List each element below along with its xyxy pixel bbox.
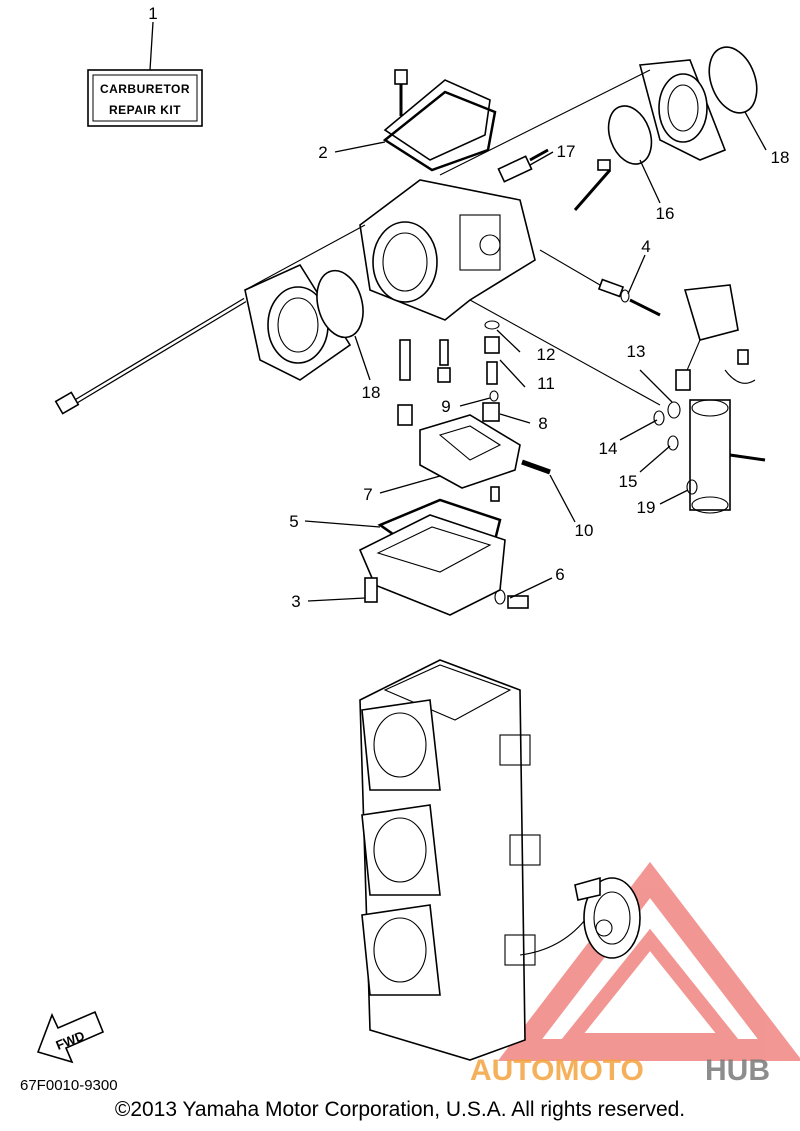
- assembled-carburetor-stack: [359, 659, 586, 1061]
- o-ring-13: [667, 401, 681, 419]
- o-ring-18-right: [708, 46, 758, 114]
- clip-9: [489, 390, 499, 402]
- drain-screw: [507, 595, 529, 609]
- callout-15: 15: [619, 472, 638, 491]
- callout-8: 8: [538, 414, 547, 433]
- callout-6: 6: [555, 565, 564, 584]
- callout-1: 1: [148, 4, 157, 23]
- callout-9: 9: [441, 397, 450, 416]
- drawing-code: 67F0010-9300: [20, 1077, 118, 1094]
- drain-o-ring: [494, 589, 506, 605]
- right-flange-plate: [638, 59, 727, 161]
- callout-16: 16: [656, 204, 675, 223]
- fwd-direction-arrow: FWD: [36, 1010, 105, 1064]
- float-pin: [521, 459, 551, 475]
- callout-17: 17: [557, 142, 576, 161]
- jet-parts: [397, 320, 500, 426]
- callout-18-left: 18: [362, 383, 381, 402]
- callout-2: 2: [318, 143, 327, 162]
- watermark-triangle-logo: [497, 861, 800, 1061]
- callout-13: 13: [627, 342, 646, 361]
- idle-screw-assembly: [597, 278, 661, 317]
- left-flange-plate: [244, 263, 352, 381]
- bowl-screw: [364, 577, 378, 603]
- o-ring-19: [686, 479, 698, 495]
- callout-11: 11: [537, 374, 555, 393]
- o-ring-15: [667, 435, 679, 451]
- top-cover: [383, 69, 491, 161]
- right-side-assembly: [675, 284, 766, 514]
- callout-18-right: 18: [771, 148, 790, 167]
- callout-7: 7: [363, 485, 372, 504]
- callout-leaders: [149, 21, 767, 602]
- kit-label-line2: REPAIR KIT: [109, 103, 181, 117]
- callout-4: 4: [641, 237, 650, 256]
- float-bowl: [358, 514, 506, 616]
- vacuum-diaphragm-unit: [574, 876, 641, 959]
- callout-10: 10: [575, 521, 594, 540]
- callout-numbers: 1 2 3 4 5 6 7 8 9 10 11 12 13 14 15 16 1…: [148, 4, 789, 611]
- needle-seat-8: [482, 402, 500, 422]
- o-ring-18-left: [316, 269, 364, 339]
- throttle-stop-screw: [573, 159, 612, 211]
- float-screw: [490, 486, 500, 502]
- pilot-air-screw: [497, 148, 549, 183]
- o-ring-16: [607, 105, 653, 165]
- carburetor-repair-kit-box: CARBURETOR REPAIR KIT: [87, 69, 203, 127]
- float: [419, 414, 521, 489]
- callout-5: 5: [289, 512, 298, 531]
- o-ring-14: [653, 410, 665, 426]
- carburetor-body: [359, 179, 536, 321]
- watermark-part1: AUTOMOTO: [470, 1054, 644, 1087]
- callout-12: 12: [537, 345, 556, 364]
- callout-14: 14: [599, 439, 618, 458]
- callout-19: 19: [637, 498, 656, 517]
- cover-gasket: [382, 90, 497, 172]
- watermark-text: AUTOMOTO HUB: [470, 1054, 770, 1087]
- long-bolt: [54, 297, 247, 415]
- callout-3: 3: [291, 592, 300, 611]
- o-ring-12: [484, 320, 500, 330]
- copyright-notice: ©2013 Yamaha Motor Corporation, U.S.A. A…: [114, 1098, 686, 1121]
- kit-label-line1: CARBURETOR: [100, 82, 190, 96]
- watermark-part2: HUB: [705, 1054, 770, 1087]
- reference-lines: [244, 69, 661, 406]
